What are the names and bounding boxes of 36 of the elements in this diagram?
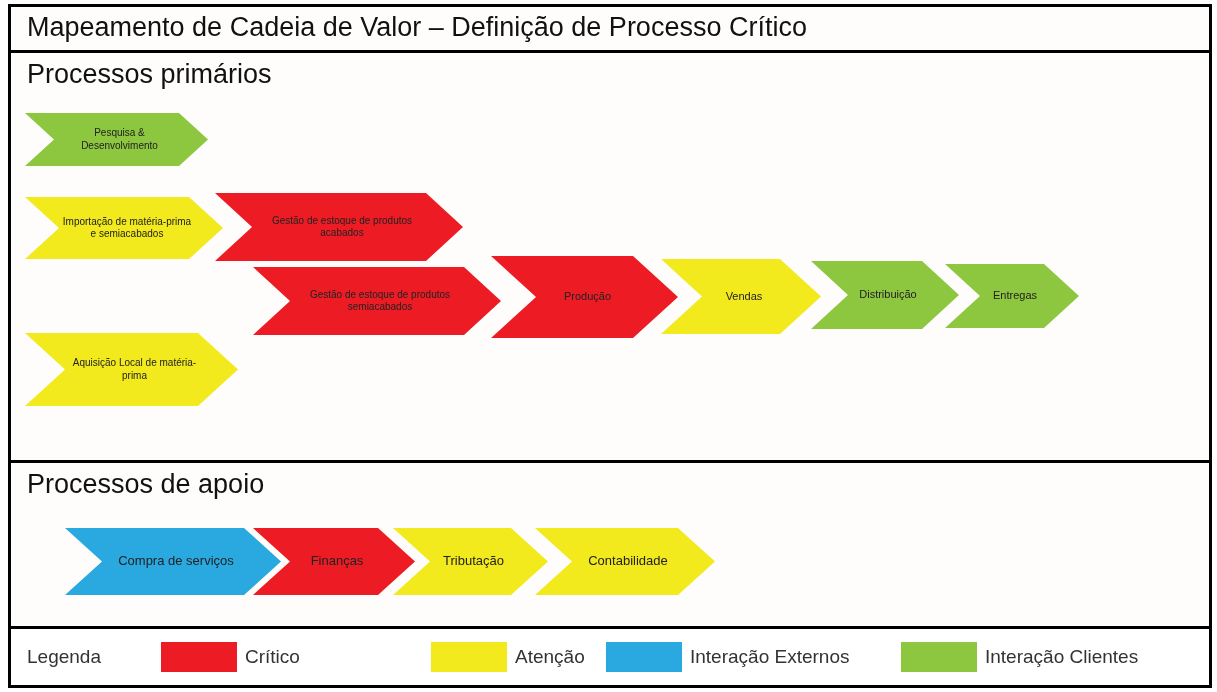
process-label: Gestão de estoque de produtos acabados [270,214,414,240]
process-label: Gestão de estoque de produtos semiacabados [308,288,452,314]
chevron-shape [491,256,678,338]
chevron-shape [25,113,208,166]
process-label: Vendas [725,289,763,304]
legend-label: Interação Clientes [985,646,1139,668]
process-label: Finanças [310,553,364,570]
chevron-shape [253,267,501,335]
chevron-shape [25,197,223,259]
section-heading: Processos de apoio [27,469,265,500]
process-label: Pesquisa & Desenvolvimento [80,127,159,152]
process-label: Tributação [443,553,504,570]
process-label: Importação de matéria-prima e semiacabados [61,215,193,241]
process-label: Aquisição Local de matéria-prima [71,357,198,382]
legend-label: Atenção [515,646,585,668]
chevron-shape [535,528,715,595]
section-panel [11,463,1209,629]
legend-label: Crítico [245,646,300,668]
legend-title: Legenda [27,646,101,668]
chevron-shape [215,193,463,261]
chevron-shape [811,261,959,329]
section-heading: Processos primários [27,59,272,90]
process-label: Produção [563,290,612,304]
section-panel [11,53,1209,463]
process-label: Contabilidade [588,553,668,570]
chevron-shape [393,528,548,595]
diagram-title: Mapeamento de Cadeia de Valor – Definição de Processo Crítico [27,12,807,43]
chevron-shape [253,528,415,595]
process-label: Distribuição [859,288,917,302]
process-label: Compra de serviços [118,553,234,570]
legend-label: Interação Externos [690,646,850,668]
chevron-shape [25,333,238,406]
chevron-shape [661,259,821,334]
chevron-shape [945,264,1079,328]
chevron-shape [65,528,281,595]
process-label: Entregas [993,289,1037,303]
